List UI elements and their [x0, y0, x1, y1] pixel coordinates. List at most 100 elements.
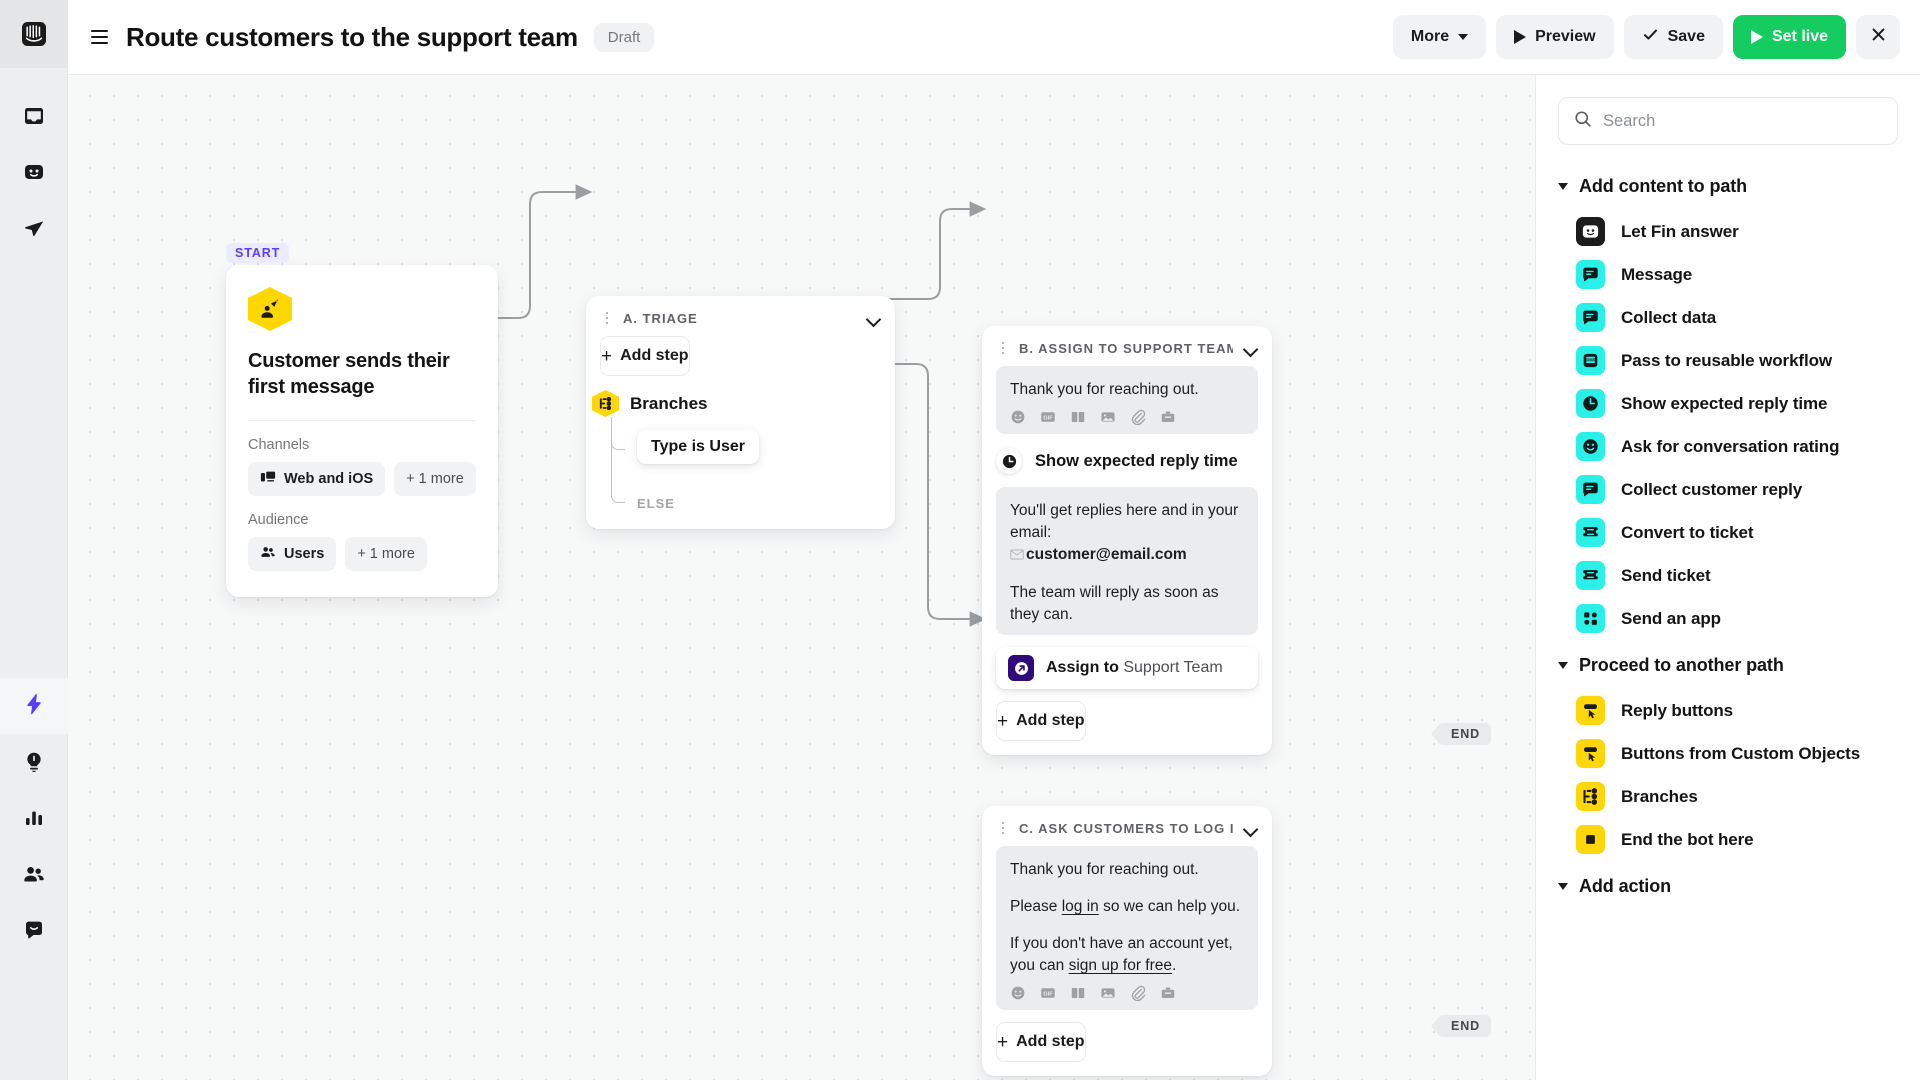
- search-box[interactable]: [1558, 97, 1898, 145]
- workflow-canvas[interactable]: START Customer sends their first message…: [68, 75, 1535, 1080]
- branch-condition-row[interactable]: Type is User: [637, 430, 895, 464]
- add-step-button[interactable]: + Add step: [996, 1022, 1086, 1062]
- branch-tree: Type is User ELSE: [611, 417, 895, 513]
- page-title: Route customers to the support team: [126, 21, 578, 52]
- message-bubble-2[interactable]: You'll get replies here and in your emai…: [996, 487, 1258, 635]
- article-icon[interactable]: [1070, 985, 1086, 1001]
- more-button[interactable]: More: [1392, 15, 1487, 59]
- tree-trunk: [611, 417, 625, 443]
- chevron-down-icon[interactable]: [1242, 340, 1258, 356]
- check-icon: [1642, 26, 1659, 48]
- chip-users[interactable]: Users: [248, 537, 337, 572]
- article-icon[interactable]: [1070, 409, 1086, 425]
- start-title: Customer sends their first message: [248, 350, 450, 398]
- chevron-down-icon: [1558, 662, 1568, 669]
- rail-item-reports[interactable]: [0, 792, 68, 848]
- drag-handle-icon[interactable]: [600, 311, 614, 325]
- rail-item-messenger[interactable]: [0, 904, 68, 960]
- set-live-button[interactable]: Set live: [1732, 15, 1846, 59]
- panel-item-show-expected-reply-time[interactable]: Show expected reply time: [1558, 382, 1898, 425]
- reply-buttons-icon: [1576, 739, 1605, 768]
- intercom-logo-icon[interactable]: [0, 0, 68, 68]
- panel-item-buttons-from-custom-objects[interactable]: Buttons from Custom Objects: [1558, 732, 1898, 775]
- panel-item-branches[interactable]: Branches: [1558, 775, 1898, 818]
- save-label: Save: [1667, 28, 1705, 45]
- panel-item-convert-to-ticket[interactable]: Convert to ticket: [1558, 511, 1898, 554]
- node-triage[interactable]: A. TRIAGE + Add step Branches: [586, 296, 895, 529]
- node-header[interactable]: B. ASSIGN TO SUPPORT TEAM: [982, 326, 1272, 366]
- panel-item-label: Send an app: [1621, 608, 1721, 628]
- rail-item-contacts[interactable]: [0, 848, 68, 904]
- preview-button[interactable]: Preview: [1496, 15, 1614, 59]
- rail-item-fin[interactable]: [0, 146, 68, 202]
- emoji-icon[interactable]: [1010, 985, 1026, 1001]
- search-icon: [1574, 110, 1592, 133]
- tree-trunk-2: [611, 443, 625, 496]
- step-show-reply-time[interactable]: Show expected reply time: [982, 446, 1272, 487]
- bubble-line-1: Thank you for reaching out.: [1010, 861, 1199, 878]
- start-card[interactable]: Customer sends their first message Chann…: [226, 265, 498, 598]
- rail-item-knowledge[interactable]: [0, 736, 68, 792]
- gif-icon[interactable]: GIF: [1040, 409, 1056, 425]
- node-assign-support[interactable]: B. ASSIGN TO SUPPORT TEAM Thank you for …: [982, 326, 1272, 755]
- branch-else-row[interactable]: ELSE: [637, 495, 895, 513]
- node-header[interactable]: C. ASK CUSTOMERS TO LOG IN: [982, 806, 1272, 846]
- saved-reply-icon[interactable]: [1160, 409, 1176, 425]
- panel-item-end-the-bot-here[interactable]: End the bot here: [1558, 818, 1898, 861]
- chip-channels-more[interactable]: + 1 more: [394, 462, 476, 497]
- panel-item-message[interactable]: Message: [1558, 253, 1898, 296]
- gif-icon[interactable]: GIF: [1040, 985, 1056, 1001]
- panel-item-pass-to-reusable-workflow[interactable]: Pass to reusable workflow: [1558, 339, 1898, 382]
- bubble-toolbar: GIF: [1010, 985, 1244, 1001]
- branches-row[interactable]: Branches: [578, 390, 895, 417]
- panel-item-label: Convert to ticket: [1621, 522, 1754, 542]
- attachment-icon[interactable]: [1130, 985, 1146, 1001]
- rail-item-inbox[interactable]: [0, 90, 68, 146]
- chip-web-and-ios[interactable]: Web and iOS: [248, 462, 386, 497]
- saved-reply-icon[interactable]: [1160, 985, 1176, 1001]
- drag-handle-icon[interactable]: [996, 341, 1010, 355]
- assign-action-card[interactable]: Assign to Support Team: [996, 647, 1258, 689]
- panel-item-reply-buttons[interactable]: Reply buttons: [1558, 689, 1898, 732]
- panel-group-header-0[interactable]: Add content to path: [1558, 171, 1898, 202]
- close-button[interactable]: [1856, 15, 1900, 59]
- add-step-button[interactable]: + Add step: [996, 701, 1086, 741]
- sign-up-link[interactable]: sign up for free: [1068, 957, 1173, 974]
- node-start[interactable]: START Customer sends their first message…: [226, 243, 498, 598]
- chevron-down-icon[interactable]: [865, 310, 881, 326]
- clock-icon: [1576, 389, 1605, 418]
- add-step-button[interactable]: + Add step: [600, 336, 690, 376]
- hamburger-icon[interactable]: [82, 20, 116, 54]
- rail-item-outbound[interactable]: [0, 202, 68, 258]
- image-icon[interactable]: [1100, 985, 1116, 1001]
- panel-item-send-ticket[interactable]: Send ticket: [1558, 554, 1898, 597]
- fin-smiley-icon: [22, 160, 46, 189]
- tree-stub-2: [611, 489, 625, 503]
- save-button[interactable]: Save: [1623, 15, 1723, 59]
- message-bubble-1[interactable]: Thank you for reaching out. GIF: [996, 366, 1258, 434]
- image-icon[interactable]: [1100, 409, 1116, 425]
- emoji-icon[interactable]: [1010, 409, 1026, 425]
- panel-group-header-2[interactable]: Add action: [1558, 871, 1898, 902]
- panel-group-title: Proceed to another path: [1579, 655, 1784, 675]
- chevron-down-icon[interactable]: [1242, 820, 1258, 836]
- panel-group-header-1[interactable]: Proceed to another path: [1558, 650, 1898, 681]
- search-input[interactable]: [1603, 111, 1882, 131]
- node-header[interactable]: A. TRIAGE: [586, 296, 895, 336]
- panel-item-collect-data[interactable]: Collect data: [1558, 296, 1898, 339]
- log-in-link[interactable]: log in: [1061, 898, 1099, 915]
- panel-item-send-an-app[interactable]: Send an app: [1558, 597, 1898, 640]
- chip-audience-more[interactable]: + 1 more: [345, 537, 427, 572]
- drag-handle-icon[interactable]: [996, 821, 1010, 835]
- bubble-line-2: Please log in so we can help you.: [1010, 896, 1244, 918]
- rail-item-automation[interactable]: [0, 678, 68, 734]
- node-ask-log-in[interactable]: C. ASK CUSTOMERS TO LOG IN Thank you for…: [982, 806, 1272, 1076]
- attachment-icon[interactable]: [1130, 409, 1146, 425]
- message-bubble[interactable]: Thank you for reaching out. Please log i…: [996, 846, 1258, 1010]
- panel-item-let-fin-answer[interactable]: Let Fin answer: [1558, 210, 1898, 253]
- people-icon: [22, 862, 46, 891]
- panel-item-collect-customer-reply[interactable]: Collect customer reply: [1558, 468, 1898, 511]
- panel-item-ask-for-conversation-rating[interactable]: Ask for conversation rating: [1558, 425, 1898, 468]
- condition-pill[interactable]: Type is User: [637, 430, 759, 464]
